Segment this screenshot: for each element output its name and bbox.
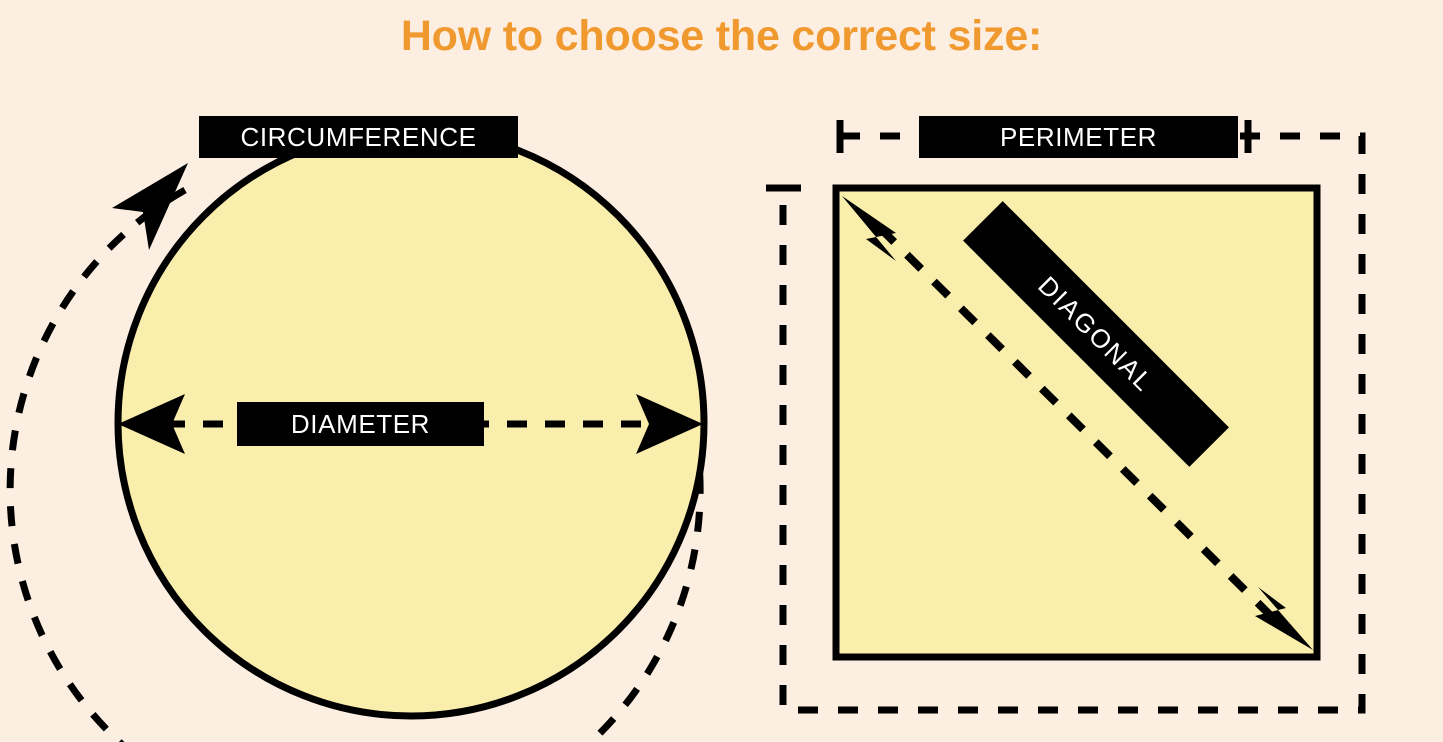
perimeter-rect (779, 132, 1366, 714)
diameter-arrow-right (636, 394, 703, 454)
perimeter-label: PERIMETER (919, 116, 1238, 158)
square-diagram (766, 120, 1366, 714)
diameter-label: DIAMETER (237, 402, 484, 446)
circumference-arrow-left (112, 163, 188, 250)
diameter-arrow-left (118, 394, 185, 454)
diagonal-arrow-bottomright (1255, 587, 1313, 650)
circumference-label: CIRCUMFERENCE (199, 116, 518, 158)
page-title: How to choose the correct size: (400, 12, 1043, 60)
diagonal-arrow-topleft (842, 196, 896, 261)
diagonal-line (877, 225, 1278, 623)
